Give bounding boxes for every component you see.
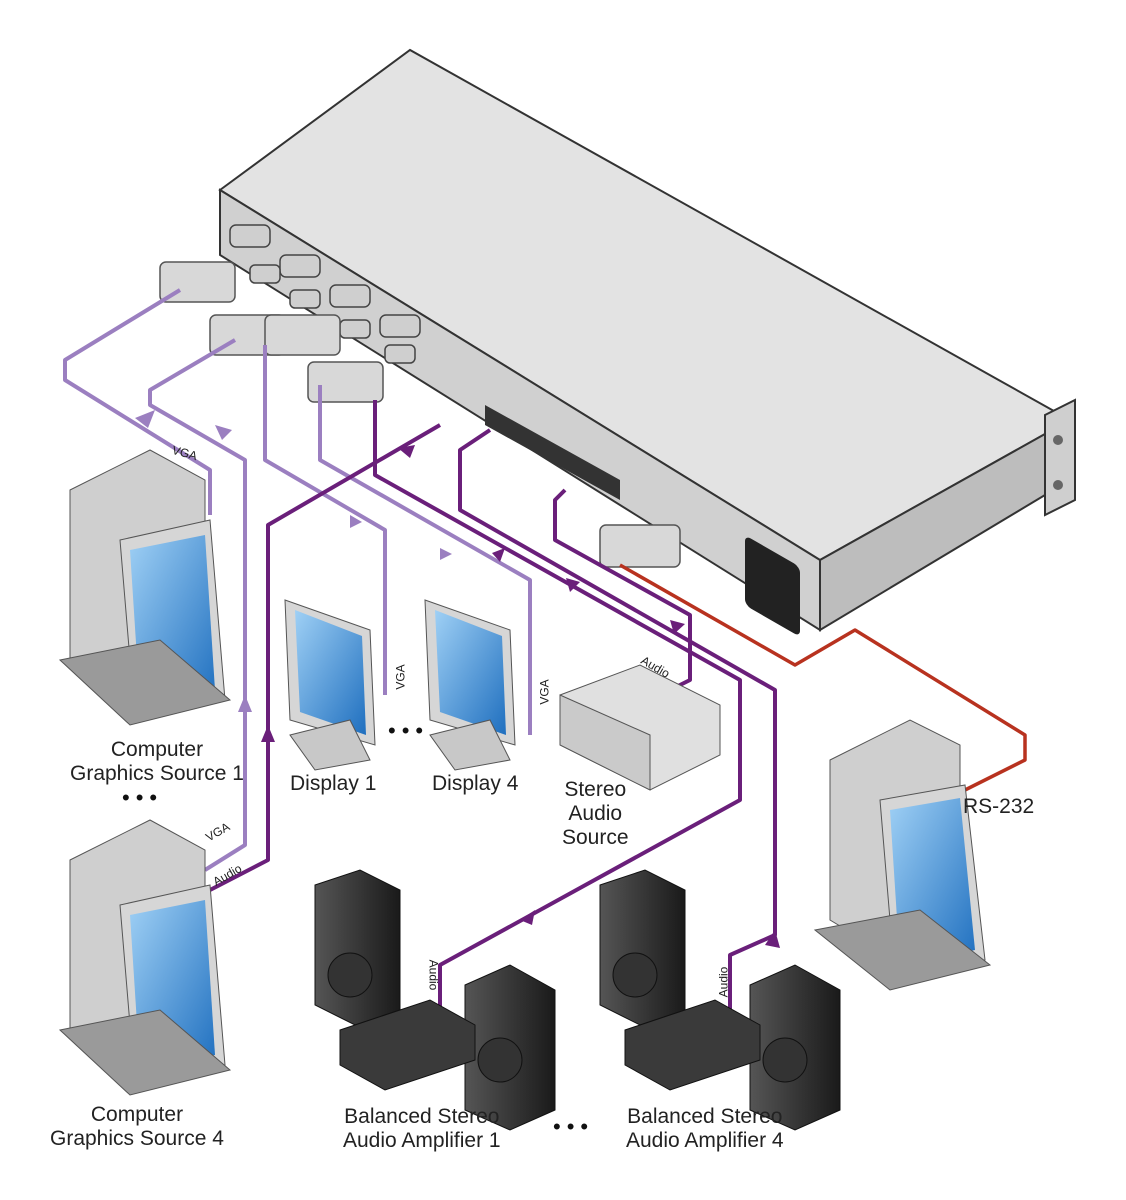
computer-source-1 [58, 449, 232, 726]
connectors [159, 261, 681, 568]
label-line: Stereo [564, 778, 627, 801]
cable-label-vga-display1: VGA [393, 664, 408, 690]
label-line: Balanced Stereo [344, 1105, 500, 1128]
label-line: Source [562, 826, 629, 849]
audio-cable-amp1 [373, 400, 742, 1015]
label-line: Graphics Source 4 [50, 1127, 224, 1150]
audio-cable-stereo [553, 488, 692, 692]
label-line: Graphics Source 1 [70, 762, 244, 785]
cable-label-vga-display4: VGA [537, 679, 552, 705]
vga-ports [229, 224, 421, 364]
cable-label-audio-amp4: Audio [716, 966, 731, 998]
amplifier-1-set [314, 869, 556, 1131]
audio-cable-amp4 [458, 428, 777, 1020]
label-amplifier-4: Balanced Stereo Audio Amplifier 4 [626, 1105, 784, 1153]
label-line: Audio Amplifier 1 [343, 1129, 501, 1152]
cable-label-audio-amp1: Audio [426, 959, 441, 991]
vga-cable-source4 [148, 338, 247, 872]
label-line: Computer [90, 1103, 184, 1126]
label-display-1: Display 1 [290, 772, 377, 795]
vga-cable-source1 [63, 288, 212, 515]
display-4 [424, 599, 516, 771]
label-amplifier-1: Balanced Stereo Audio Amplifier 1 [343, 1105, 501, 1153]
label-line: Audio [568, 802, 623, 825]
label-line: Computer [110, 738, 204, 761]
display-1 [284, 599, 376, 771]
audio-cable-source4 [209, 423, 442, 892]
arrows [135, 410, 452, 712]
vga-cable-display1 [263, 345, 387, 695]
control-pc [813, 719, 992, 991]
label-stereo-source: Stereo Audio Source [562, 778, 629, 850]
label-source-4: Computer Graphics Source 4 [50, 1103, 224, 1151]
rs232-cable [619, 563, 1027, 792]
label-rs232: RS-232 [963, 795, 1035, 818]
label-line: Balanced Stereo [627, 1105, 783, 1128]
amplifier-4-set [599, 869, 841, 1131]
ellipsis-amplifiers: ••• [553, 1114, 595, 1139]
ellipsis-sources: ••• [122, 785, 164, 810]
label-line: Audio Amplifier 4 [626, 1129, 784, 1152]
label-display-4: Display 4 [432, 772, 519, 795]
stereo-audio-source [559, 664, 721, 791]
computer-source-4 [58, 819, 232, 1096]
label-source-1: Computer Graphics Source 1 [70, 738, 244, 786]
vga-cable-display4 [318, 385, 532, 735]
ellipsis-displays: ••• [388, 718, 430, 743]
audio-terminal-blocks [485, 405, 620, 500]
